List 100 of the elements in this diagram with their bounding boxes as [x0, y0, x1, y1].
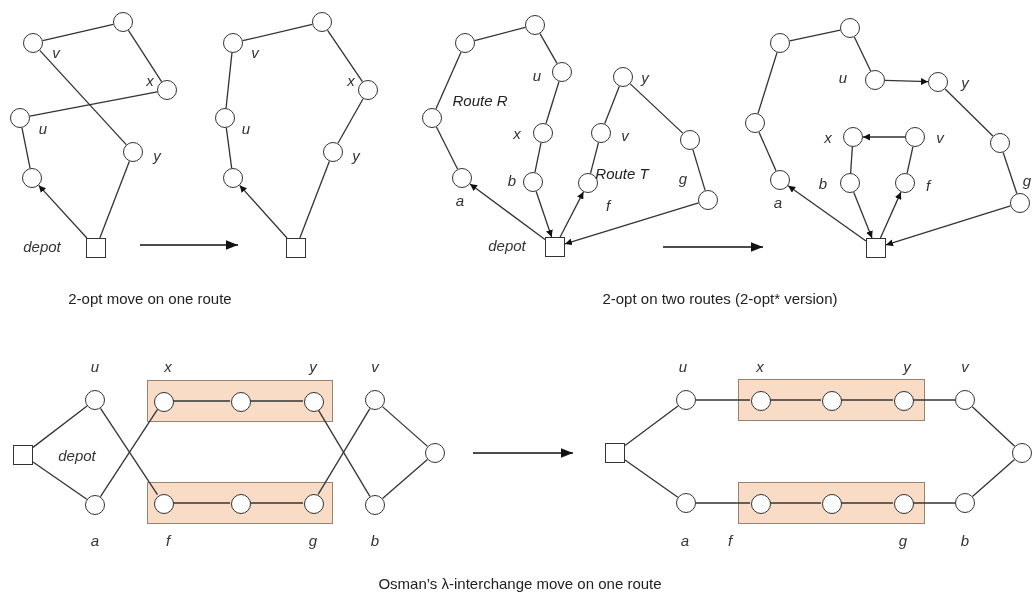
route-line: [32, 405, 88, 448]
route-line: [769, 399, 822, 401]
node-label: u: [38, 119, 48, 137]
route-line: [850, 146, 853, 174]
route-line: [299, 160, 331, 239]
route-node: [533, 123, 553, 143]
route-node: [591, 123, 611, 143]
caption: 2-opt move on one route: [68, 289, 232, 307]
arrow: [879, 191, 902, 239]
route-line: [435, 126, 459, 170]
route-node: [425, 443, 445, 463]
route-line: [912, 399, 956, 401]
route-line: [604, 85, 620, 125]
node-label: y: [309, 357, 317, 375]
route-node: [365, 495, 385, 515]
node-label: v: [52, 43, 60, 61]
arrow: [884, 77, 929, 85]
route-node: [365, 390, 385, 410]
node-label: a: [90, 531, 100, 549]
depot-label: depot: [58, 446, 96, 464]
route-line: [840, 399, 894, 401]
caption: Osman’s λ-interchange move on one route: [378, 574, 662, 592]
route-line: [695, 502, 751, 504]
route-node: [154, 392, 174, 412]
route-line: [42, 23, 114, 42]
route-node: [843, 127, 863, 147]
node-label: b: [370, 531, 380, 549]
arrow: [787, 185, 867, 242]
route-line: [381, 458, 429, 500]
route-node: [865, 70, 885, 90]
highlight-box: [737, 482, 925, 524]
route-line: [29, 91, 158, 117]
node-label: u: [241, 119, 251, 137]
depot-label: depot: [23, 237, 61, 255]
route-node: [323, 142, 343, 162]
depot-square: [86, 238, 106, 258]
node-label: a: [455, 191, 465, 209]
route-node: [223, 33, 243, 53]
node-label: f: [727, 531, 733, 549]
route-node: [552, 62, 572, 82]
node-label: b: [818, 174, 828, 192]
node-label: x: [513, 124, 521, 142]
route-node: [745, 113, 765, 133]
route-line: [692, 148, 706, 192]
node-label: g: [308, 531, 318, 549]
route-line: [624, 459, 679, 498]
node-label: b: [507, 171, 517, 189]
route-line: [435, 51, 462, 110]
route-line: [474, 26, 526, 42]
node-label: f: [925, 176, 931, 194]
route-node: [840, 173, 860, 193]
route-node: [894, 494, 914, 514]
route-line: [337, 98, 364, 144]
route-node: [123, 142, 143, 162]
highlight-box: [737, 379, 925, 421]
route-node: [85, 390, 105, 410]
node-label: u: [838, 68, 848, 86]
node-label: y: [352, 146, 360, 164]
route-line: [32, 461, 88, 500]
route-line: [944, 88, 994, 137]
route-line: [971, 458, 1016, 498]
highlight-box: [147, 380, 333, 422]
route-node: [231, 392, 251, 412]
route-line: [971, 406, 1016, 447]
route-line: [21, 127, 31, 169]
depot-square: [286, 238, 306, 258]
arrow: [885, 205, 1012, 247]
node-label: v: [961, 357, 969, 375]
node-label: v: [251, 43, 259, 61]
route-node: [770, 170, 790, 190]
route-line: [545, 80, 560, 125]
node-label: y: [641, 68, 649, 86]
route-node: [525, 15, 545, 35]
route-node: [770, 33, 790, 53]
route-line: [249, 400, 304, 402]
arrow: [564, 202, 700, 246]
highlight-box: [147, 482, 333, 524]
route-node: [905, 127, 925, 147]
node-label: u: [532, 66, 542, 84]
node-label: x: [347, 71, 355, 89]
route-node: [23, 33, 43, 53]
node-label: x: [824, 128, 832, 146]
route-line: [629, 83, 684, 134]
route-line: [906, 146, 914, 174]
depot-square: [545, 237, 565, 257]
route-line: [757, 51, 778, 115]
route-node: [358, 80, 378, 100]
route-node: [955, 390, 975, 410]
depot-square: [866, 238, 886, 258]
route-node: [157, 80, 177, 100]
route-line: [225, 52, 233, 109]
node-label: v: [621, 126, 629, 144]
route-label: Route T: [595, 164, 649, 182]
depot-label: depot: [488, 236, 526, 254]
route-line: [99, 160, 131, 239]
route-label: Route R: [452, 91, 508, 109]
route-line: [758, 131, 777, 172]
route-node: [955, 493, 975, 513]
node-label: x: [164, 357, 172, 375]
node-label: a: [680, 531, 690, 549]
